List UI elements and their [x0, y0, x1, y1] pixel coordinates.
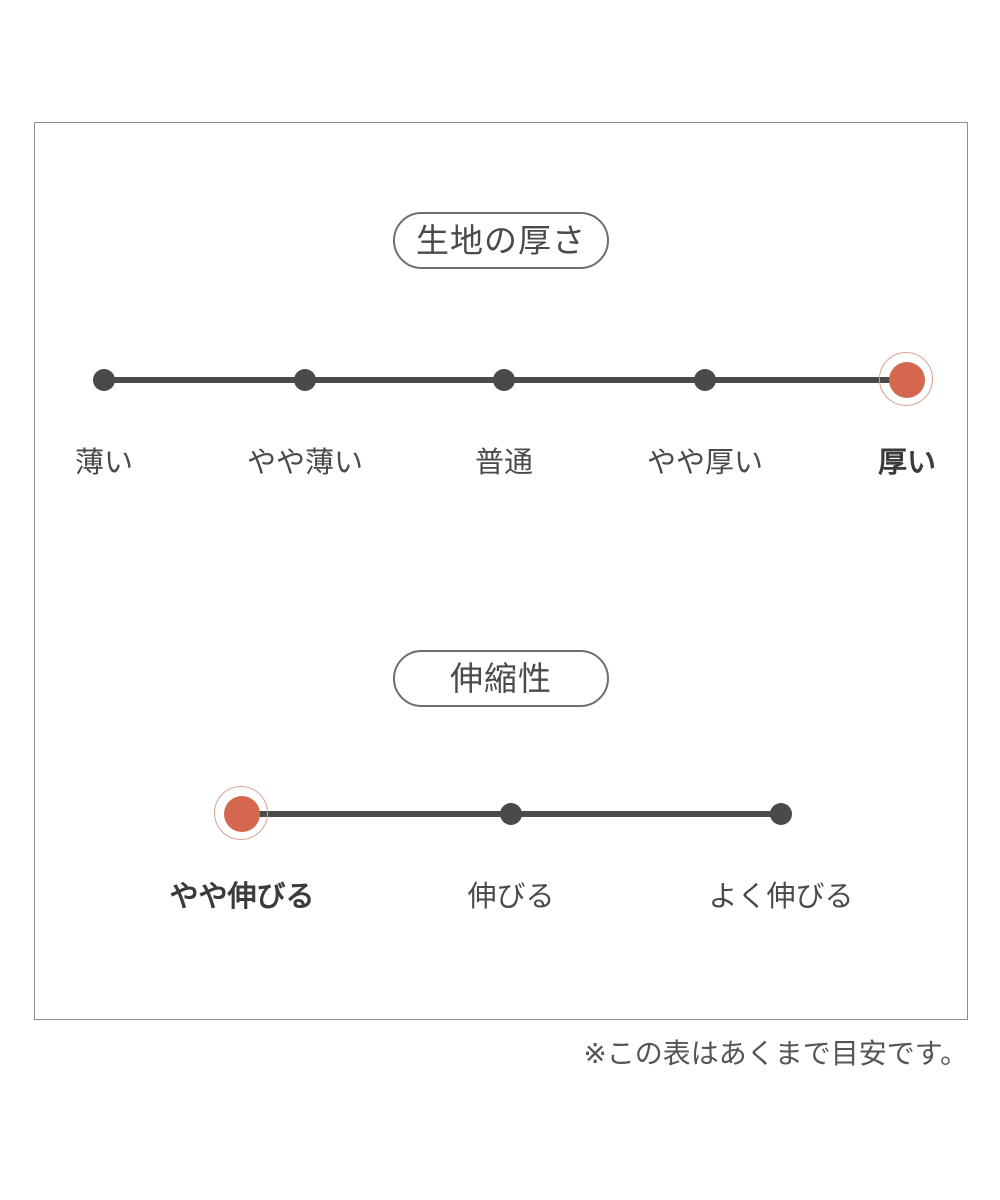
scale-label-2: やや薄い — [246, 447, 364, 479]
section-title-label: 生地の厚さ — [416, 222, 586, 259]
scale-label-4: やや厚い — [646, 447, 764, 479]
scale-label-2: 伸びる — [467, 881, 555, 913]
scale-label-5-selected: 厚い — [877, 447, 937, 479]
scale-point-2[interactable] — [294, 369, 316, 391]
footnote-text: ※この表はあくまで目安です。 — [583, 1038, 968, 1069]
section-title-fabric-thickness: 生地の厚さ — [393, 212, 609, 269]
scale-label-1: 薄い — [74, 447, 134, 479]
scale-point-3[interactable] — [770, 803, 792, 825]
scale-point-2[interactable] — [500, 803, 522, 825]
section-title-label: 伸縮性 — [450, 660, 552, 697]
scale-label-3: よく伸びる — [708, 881, 854, 913]
scale-point-4[interactable] — [694, 369, 716, 391]
scale-point-1-selected[interactable] — [214, 786, 268, 840]
scale-label-1-selected: やや伸びる — [169, 881, 315, 913]
scale-label-3: 普通 — [474, 447, 534, 479]
scale-track — [242, 811, 781, 817]
scale-track — [104, 377, 907, 383]
fabric-spec-card: 生地の厚さ 薄い やや薄い 普通 やや厚い 厚い 伸縮性 やや伸びる 伸びる よ… — [34, 122, 968, 1020]
scale-point-1[interactable] — [93, 369, 115, 391]
scale-point-5-selected[interactable] — [879, 352, 933, 406]
scale-point-3[interactable] — [493, 369, 515, 391]
section-title-stretchiness: 伸縮性 — [393, 650, 609, 707]
